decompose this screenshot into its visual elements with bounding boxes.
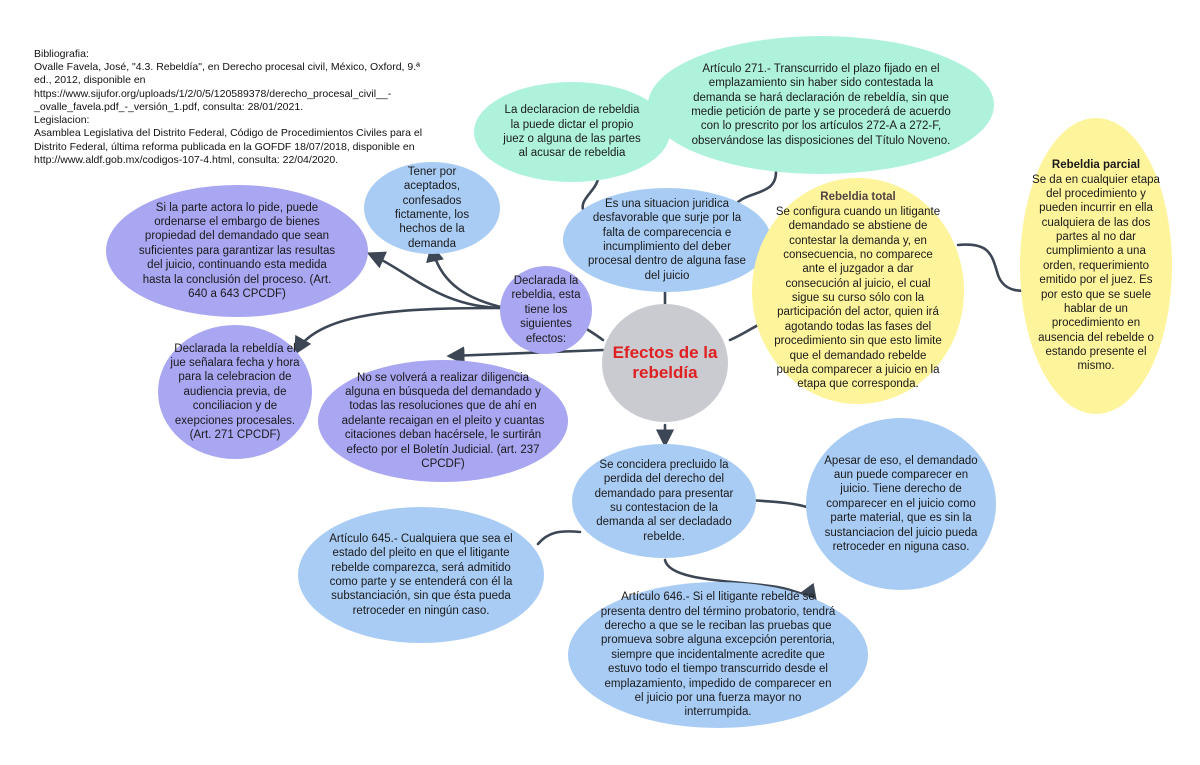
node-articulo-271: Artículo 271.- Transcurrido el plazo fij… (648, 36, 994, 174)
legislation-reference: Asamblea Legislativa del Distrito Federa… (34, 127, 423, 166)
node-precluido: Se concidera precluido la perdida del de… (572, 444, 756, 558)
node-rebeldia-parcial-title: Rebeldia parcial (1051, 159, 1141, 172)
node-no-volvera-text: No se volverá a realizar diligencia algu… (341, 371, 545, 470)
node-situacion: Es una situacion juridica desfavorable q… (563, 188, 771, 292)
node-embargo: Si la parte actora lo pide, puede ordena… (106, 185, 368, 317)
connector-center-novolvera (446, 346, 605, 365)
node-articulo-645-text: Artículo 645.- Cualquiera que sea el est… (329, 532, 513, 617)
node-no-volvera: No se volverá a realizar diligencia algu… (318, 360, 568, 482)
connector-precluido-art645 (536, 530, 582, 546)
bibliography-reference: Ovalle Favela, José, "4.3. Rebeldía", en… (34, 61, 421, 113)
connector-declarada-embargo (366, 251, 507, 310)
node-rebeldia-parcial: Rebeldia parcial Se da en cualquier etap… (1020, 118, 1172, 414)
node-articulo-271-text: Artículo 271.- Transcurrido el plazo fij… (691, 62, 951, 147)
node-declarada-efectos-text: Declarada la rebeldia, esta tiene los si… (511, 275, 581, 345)
node-embargo-text: Si la parte actora lo pide, puede ordena… (138, 201, 336, 300)
node-tener-aceptados-text: Tener por aceptados, confesados fictamen… (394, 165, 470, 250)
center-title: Efectos de la rebeldía (612, 342, 718, 382)
node-rebeldia-total: Rebeldia total Se configura cuando un li… (752, 178, 964, 404)
connector-declarada-fecha (294, 306, 507, 356)
node-tener-aceptados: Tener por aceptados, confesados fictamen… (364, 162, 500, 254)
node-rebeldia-total-text: Se configura cuando un litigante demanda… (774, 205, 942, 391)
node-center-efectos-rebeldia: Efectos de la rebeldía (602, 304, 728, 422)
node-fecha-hora: Declarada la rebeldía el jue señalara fe… (158, 325, 312, 459)
node-rebeldia-parcial-text: Se da en cualquier etapa del procedimien… (1032, 173, 1160, 373)
node-declaracion-juez: La declaracion de rebeldia la puede dict… (474, 82, 670, 182)
connector-situacion-art271 (733, 170, 778, 207)
node-apesar-text: Apesar de eso, el demandado aun puede co… (824, 454, 978, 553)
connector-precluido-apesar (746, 498, 812, 510)
connector-declarada-tener (426, 243, 507, 310)
node-situacion-text: Es una situacion juridica desfavorable q… (588, 197, 746, 282)
bibliography-heading: Bibliografia: (34, 48, 89, 60)
bibliography-block: Bibliografia: Ovalle Favela, José, "4.3.… (34, 48, 439, 167)
node-articulo-646-text: Artículo 646.- Si el litigante rebelde s… (600, 591, 836, 719)
node-rebeldia-total-title: Rebeldia total (820, 191, 896, 204)
node-articulo-645: Artículo 645.- Cualquiera que sea el est… (298, 507, 544, 643)
node-articulo-646: Artículo 646.- Si el litigante rebelde s… (568, 582, 868, 728)
node-declaracion-juez-text: La declaracion de rebeldia la puede dict… (503, 104, 641, 160)
node-apesar: Apesar de eso, el demandado aun puede co… (806, 418, 996, 590)
legislation-heading: Legislacion: (34, 114, 90, 127)
node-declarada-efectos: Declarada la rebeldia, esta tiene los si… (500, 266, 592, 354)
node-fecha-hora-text: Declarada la rebeldía el jue señalara fe… (170, 342, 300, 441)
node-precluido-text: Se concidera precluido la perdida del de… (594, 458, 734, 543)
